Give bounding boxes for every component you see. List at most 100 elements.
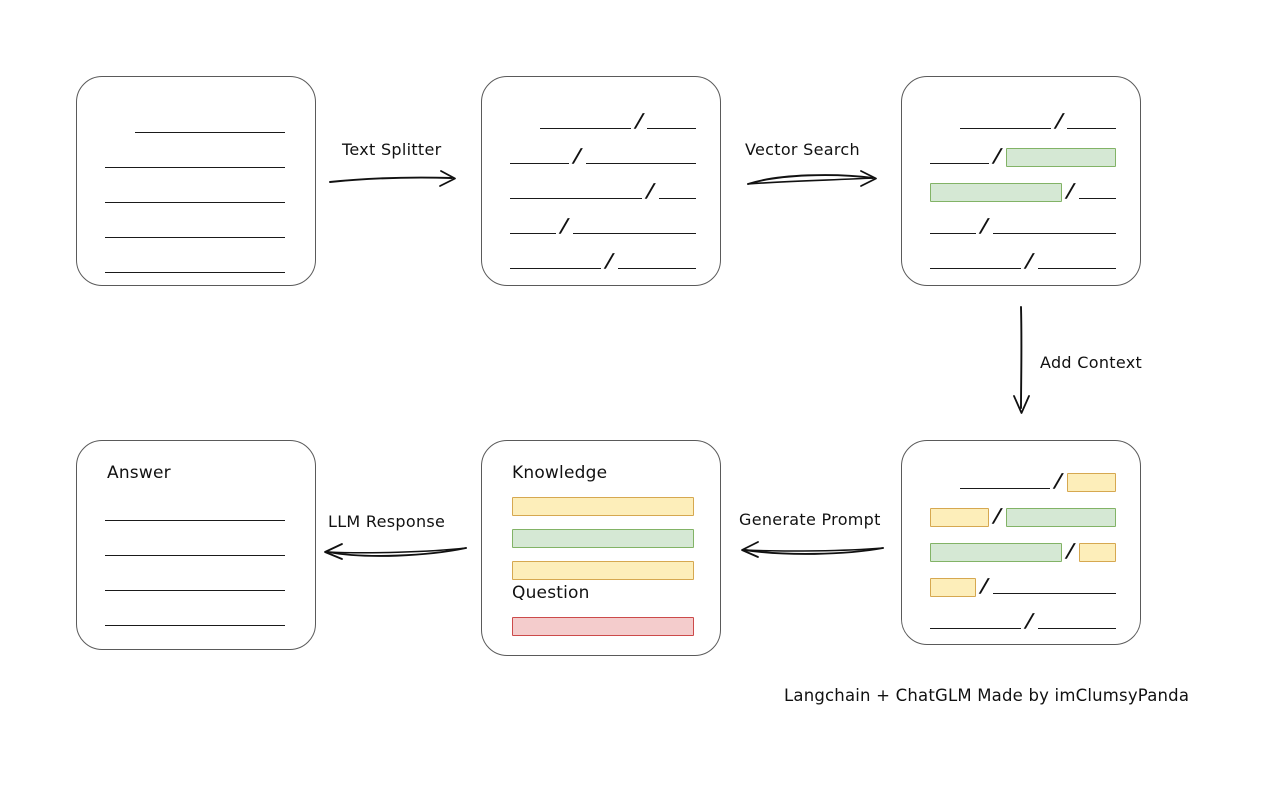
doc-row <box>105 608 291 630</box>
doc-row <box>105 150 291 172</box>
chunk-green[interactable] <box>1006 147 1116 167</box>
split-document-rows: / / / / / <box>482 77 720 285</box>
doc-row: / <box>930 215 1116 238</box>
text-line-segment <box>960 128 1051 129</box>
doc-row: / <box>960 110 1116 133</box>
doc-row: / <box>510 215 696 238</box>
slash-separator: / <box>1066 180 1075 202</box>
doc-row: / <box>540 110 696 133</box>
add-context-arrow-icon <box>1013 306 1030 414</box>
slash-separator: / <box>646 180 655 202</box>
chunk-yellow[interactable] <box>1078 542 1116 562</box>
text-line-segment <box>617 268 696 269</box>
text-line-segment <box>510 163 570 164</box>
llm-response-arrow-icon <box>324 543 467 560</box>
answer-rows <box>77 441 315 649</box>
chunk-green[interactable] <box>930 542 1062 562</box>
chunk-green[interactable] <box>930 182 1062 202</box>
text-line-segment <box>993 593 1116 594</box>
doc-row: / <box>930 180 1116 203</box>
slash-separator: / <box>573 145 582 167</box>
slash-separator: / <box>560 215 569 237</box>
text-line-segment <box>105 520 285 521</box>
context-document-card[interactable]: / / / / / <box>901 440 1141 645</box>
chunk-yellow[interactable] <box>930 507 990 527</box>
text-line-segment <box>960 488 1051 489</box>
vector-search-arrow-icon <box>747 170 877 187</box>
doc-row: / <box>510 145 696 168</box>
text-line-segment <box>510 268 601 269</box>
slash-separator: / <box>993 505 1002 527</box>
doc-row: / <box>510 250 696 273</box>
doc-row: / <box>510 180 696 203</box>
question-bar-1[interactable] <box>512 617 694 636</box>
text-splitter-label: Text Splitter <box>342 140 442 159</box>
split-document-card[interactable]: / / / / / <box>481 76 721 286</box>
text-line-segment <box>105 237 285 238</box>
edge-generate-prompt: Generate Prompt <box>737 510 887 562</box>
doc-row: / <box>960 470 1116 493</box>
slash-separator: / <box>1054 110 1064 132</box>
doc-row <box>135 115 291 137</box>
knowledge-bar-3[interactable] <box>512 561 694 580</box>
text-line-segment <box>647 128 696 129</box>
matched-document-card[interactable]: / / / / / <box>901 76 1141 286</box>
text-line-segment <box>105 590 285 591</box>
doc-row <box>105 503 291 525</box>
doc-row: / <box>930 540 1116 563</box>
text-line-segment <box>105 555 285 556</box>
doc-row <box>105 573 291 595</box>
matched-document-rows: / / / / / <box>902 77 1140 285</box>
doc-row <box>105 538 291 560</box>
slash-separator: / <box>980 215 989 237</box>
edge-llm-response: LLM Response <box>320 512 470 564</box>
text-line-segment <box>586 163 696 164</box>
text-splitter-arrow-icon <box>329 170 456 187</box>
source-document-card[interactable] <box>76 76 316 286</box>
chunk-yellow[interactable] <box>930 577 977 597</box>
text-line-segment <box>105 202 285 203</box>
answer-label: Answer <box>107 463 171 483</box>
knowledge-bar-2[interactable] <box>512 529 694 548</box>
text-line-segment <box>930 628 1021 629</box>
context-document-rows: / / / / / <box>902 441 1140 644</box>
text-line-segment <box>540 128 631 129</box>
text-line-segment <box>930 233 977 234</box>
text-line-segment <box>105 272 285 273</box>
slash-separator: / <box>1025 610 1034 632</box>
doc-row: / <box>930 145 1116 168</box>
text-line-segment <box>1037 628 1116 629</box>
text-line-segment <box>1037 268 1116 269</box>
answer-card[interactable]: Answer <box>76 440 316 650</box>
text-line-segment <box>930 268 1021 269</box>
text-line-segment <box>1078 198 1116 199</box>
footer-credit: Langchain + ChatGLM Made by imClumsyPand… <box>784 686 1190 705</box>
knowledge-bar-1[interactable] <box>512 497 694 516</box>
vector-search-label: Vector Search <box>745 140 860 159</box>
slash-separator: / <box>993 145 1002 167</box>
prompt-card[interactable]: Knowledge Question <box>481 440 721 656</box>
chunk-green[interactable] <box>1006 507 1116 527</box>
knowledge-label: Knowledge <box>512 463 608 483</box>
edge-vector-search: Vector Search <box>745 140 890 192</box>
slash-separator: / <box>1054 470 1064 492</box>
text-line-segment <box>510 233 557 234</box>
doc-row <box>105 185 291 207</box>
text-line-segment <box>510 198 642 199</box>
llm-response-label: LLM Response <box>328 512 446 531</box>
edge-text-splitter: Text Splitter <box>328 140 468 192</box>
text-line-segment <box>930 163 990 164</box>
text-line-segment <box>993 233 1116 234</box>
text-line-segment <box>105 625 285 626</box>
slash-separator: / <box>605 250 614 272</box>
generate-prompt-label: Generate Prompt <box>739 510 881 529</box>
doc-row: / <box>930 575 1116 598</box>
source-document-rows <box>77 77 315 285</box>
doc-row <box>105 220 291 242</box>
text-line-segment <box>105 167 285 168</box>
slash-separator: / <box>1066 540 1075 562</box>
text-line-segment <box>573 233 696 234</box>
doc-row: / <box>930 250 1116 273</box>
chunk-yellow[interactable] <box>1067 472 1116 492</box>
